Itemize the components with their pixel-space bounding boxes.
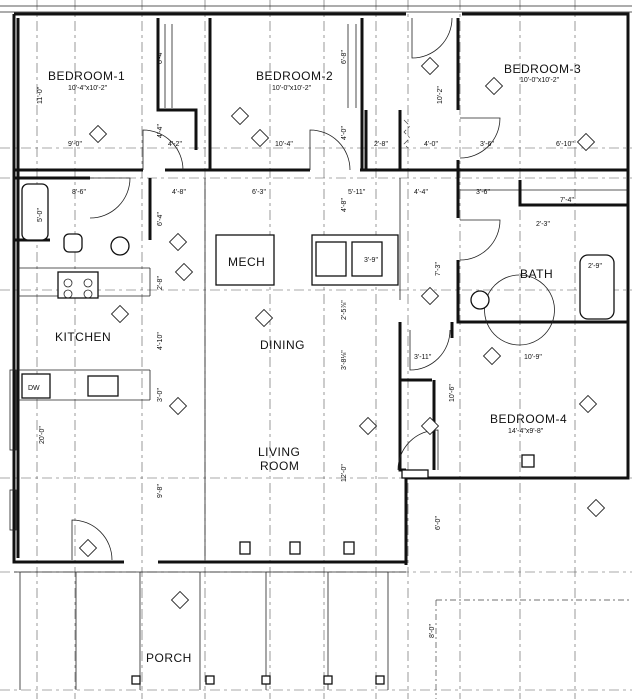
dim-3-6b: 3'-6"	[476, 189, 490, 196]
dim-3-11: 3'-11"	[414, 354, 432, 361]
dim-10-9: 10'-9"	[524, 354, 542, 361]
walls	[12, 12, 630, 565]
dim-v-4-8: 4'-8"	[341, 198, 348, 212]
sink-icon	[110, 236, 130, 256]
dim-v-10-6: 10'-6"	[449, 384, 456, 402]
dim-v-2-5: 2'-5⅞"	[341, 300, 348, 320]
kitchen-label: KITCHEN	[55, 330, 111, 344]
dining-label: DINING	[260, 338, 305, 352]
dim-3-9: 3'-9"	[364, 257, 378, 264]
dim-2-8: 2'-8"	[374, 141, 388, 148]
dim-7-4: 7'-4"	[560, 197, 574, 204]
mech-label: MECH	[228, 255, 265, 269]
bath-label: BATH	[520, 267, 553, 281]
sink-icon-bath	[470, 290, 490, 310]
living-label: LIVING	[258, 445, 300, 459]
room-label: ROOM	[260, 459, 299, 473]
dim-v-3-8: 3'-8⅛"	[341, 350, 348, 370]
dim-v-12-0: 12'-0"	[341, 464, 348, 482]
dim-v-2-8: 2'-8"	[157, 276, 164, 290]
dim-v-4-10: 4'-10"	[157, 332, 164, 350]
dim-10-4: 10'-4"	[275, 141, 293, 148]
dim-5-11: 5'-11"	[348, 189, 366, 196]
dim-v-20-0: 20'-0"	[39, 426, 46, 444]
fixtures	[21, 183, 615, 479]
dim-v-6-0: 6'-0"	[435, 516, 442, 530]
dim-v-8-0: 8'-0"	[429, 624, 436, 638]
bedroom3-size: 10'-0"x10'-2"	[520, 77, 560, 84]
bedroom4-size: 14'-4"x9'-8"	[508, 428, 544, 435]
dim-v-7-3: 7'-3"	[435, 262, 442, 276]
dim-v-6-8: 6'-8"	[341, 50, 348, 64]
dimensions-horizontal: 9'-0" 4'-2" 10'-4" 2'-8" 4'-0" 3'-6" 6'-…	[68, 141, 602, 361]
dim-v-9-8: 9'-8"	[157, 484, 164, 498]
bedroom1-label: BEDROOM-1	[48, 69, 125, 83]
dim-4-2: 4'-2"	[168, 141, 182, 148]
dim-4-8: 4'-8"	[172, 189, 186, 196]
dim-4-0: 4'-0"	[424, 141, 438, 148]
porch-label: PORCH	[146, 651, 192, 665]
room-labels: BEDROOM-1 10'-4"x10'-2" BEDROOM-2 10'-0"…	[28, 62, 581, 665]
bathtub-icon	[579, 254, 615, 320]
bedroom2-label: BEDROOM-2	[256, 69, 333, 83]
dw-label: DW	[28, 385, 40, 392]
kitchen-sink-icon	[87, 375, 119, 397]
dishwasher-icon	[21, 373, 51, 399]
windows	[9, 369, 535, 555]
bedroom1-size: 10'-4"x10'-2"	[68, 85, 108, 92]
electrical-symbols	[78, 56, 606, 610]
doors	[71, 17, 555, 561]
porch	[14, 571, 632, 699]
bedroom2-size: 10'-0"x10'-2"	[272, 85, 312, 92]
dim-6-3: 6'-3"	[252, 189, 266, 196]
dim-3-6: 3'-6"	[480, 141, 494, 148]
tub-icon	[21, 183, 49, 241]
dim-v-3-0: 3'-0"	[157, 388, 164, 402]
dim-v-11-0: 11'-0"	[37, 86, 44, 104]
dim-6-10: 6'-10"	[556, 141, 574, 148]
dim-v-6-4b: 6'-4"	[157, 212, 164, 226]
dim-v-6-4: 6'-4"	[157, 50, 164, 64]
dim-8-6: 8'-6"	[72, 189, 86, 196]
dim-4-4: 4'-4"	[414, 189, 428, 196]
toilet-icon	[63, 233, 83, 253]
dim-v-10-2: 10'-2"	[437, 86, 444, 104]
bedroom4-label: BEDROOM-4	[490, 412, 567, 426]
dim-2-3: 2'-3"	[536, 221, 550, 228]
dim-v-5-0: 5'-0"	[37, 208, 44, 222]
dim-2-9: 2'-9"	[588, 263, 602, 270]
dim-v-4-0: 4'-0"	[341, 126, 348, 140]
dim-v-4-4: 4'-4"	[157, 124, 164, 138]
bedroom3-label: BEDROOM-3	[504, 62, 581, 76]
dim-9-0: 9'-0"	[68, 141, 82, 148]
dimensions-vertical: 11'-0" 6'-4" 4'-4" 6'-8" 4'-0" 10'-2" 5'…	[37, 50, 456, 638]
